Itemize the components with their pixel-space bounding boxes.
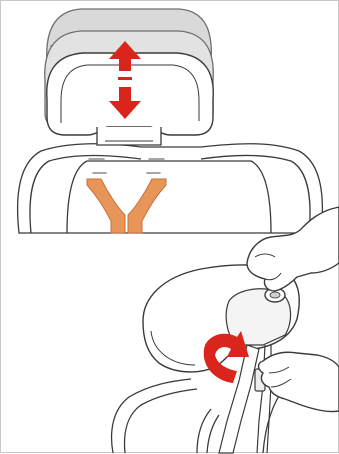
- seat-back: [18, 144, 323, 233]
- headrest-adjustment-panel: [18, 9, 323, 233]
- headrest-release-panel: [112, 207, 339, 453]
- arrow-divider: [118, 77, 132, 80]
